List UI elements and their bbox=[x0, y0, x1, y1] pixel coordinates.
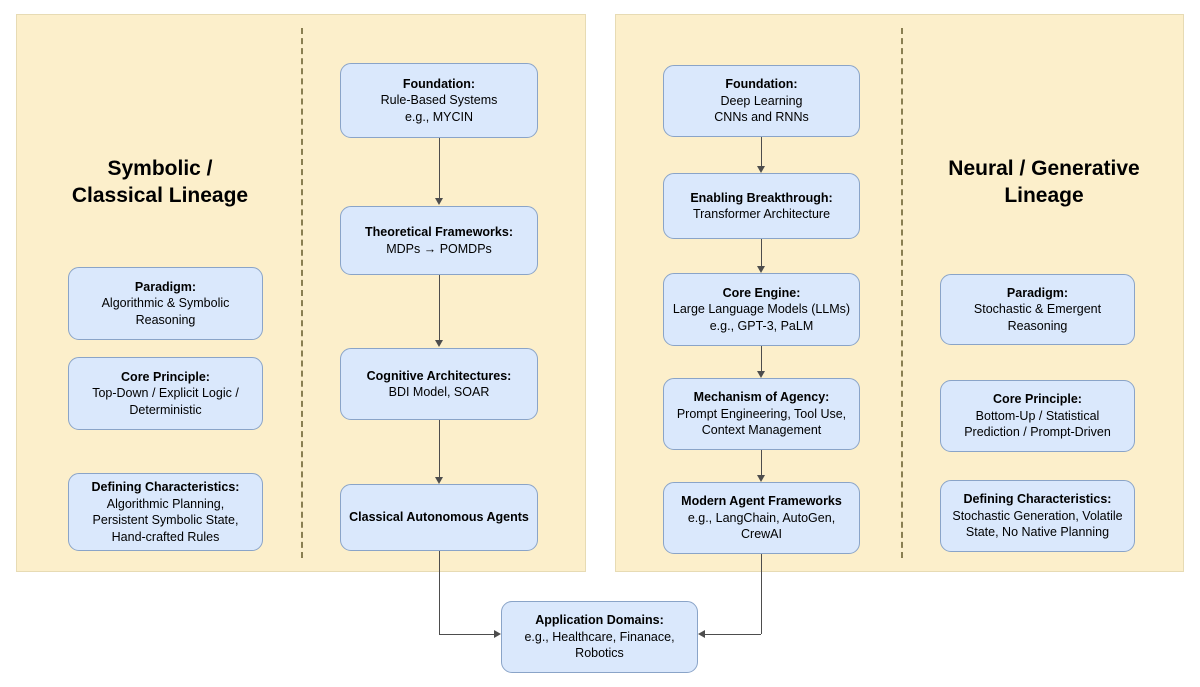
left-flow-3-heading: Classical Autonomous Agents bbox=[349, 510, 529, 525]
left-connector-1-line bbox=[439, 138, 440, 198]
footer-node-heading: Application Domains: bbox=[535, 613, 664, 628]
footer-right-arrow-icon bbox=[698, 629, 705, 638]
application-domains-node: Application Domains:e.g., Healthcare, Fi… bbox=[501, 601, 698, 673]
right-flow-node-core-engine: Core Engine: Large Language Models (LLMs)… bbox=[663, 273, 860, 346]
left-attr-0-heading: Paradigm: bbox=[134, 279, 197, 294]
right-attr-0-heading: Paradigm: bbox=[1006, 285, 1069, 300]
left-attr-1-body: Top-Down / Explicit Logic /Deterministic bbox=[92, 386, 239, 417]
footer-left-vertical-line bbox=[439, 551, 440, 634]
right-connector-1-line bbox=[761, 137, 762, 166]
footer-right-vertical-line bbox=[761, 554, 762, 634]
right-connector-4-line bbox=[761, 450, 762, 475]
left-flow-node-theoretical-frameworks: Theoretical Frameworks: MDPs → POMDPs bbox=[340, 206, 538, 275]
left-connector-2-arrow-icon bbox=[434, 340, 443, 347]
left-connector-2-line bbox=[439, 275, 440, 340]
right-flow-4-body: e.g., LangChain, AutoGen,CrewAI bbox=[687, 510, 836, 542]
left-attribute-card-defining-characteristics: Defining Characteristics: Algorithmic Pla… bbox=[68, 473, 263, 551]
right-flow-1-body: Transformer Architecture bbox=[692, 207, 831, 221]
right-connector-4-arrow-icon bbox=[756, 475, 765, 482]
right-flow-node-enabling-breakthrough: Enabling Breakthrough: Transformer Archit… bbox=[663, 173, 860, 239]
left-flow-node-classical-autonomous-agents: Classical Autonomous Agents bbox=[340, 484, 538, 551]
left-flow-2-heading: Cognitive Architectures: bbox=[366, 368, 512, 383]
right-flow-4-heading: Modern Agent Frameworks bbox=[681, 494, 842, 509]
right-flow-0-heading: Foundation: bbox=[725, 77, 798, 92]
left-flow-1-body: MDPs → POMDPs bbox=[386, 241, 492, 256]
right-flow-node-mechanism-of-agency: Mechanism of Agency:Prompt Engineering, … bbox=[663, 378, 860, 450]
left-attr-2-body: Algorithmic Planning,Persistent Symbolic… bbox=[92, 496, 239, 544]
footer-left-arrow-icon bbox=[494, 629, 501, 638]
right-flow-1-heading: Enabling Breakthrough: bbox=[690, 190, 833, 205]
left-connector-1-arrow-icon bbox=[434, 198, 443, 205]
right-attr-2-heading: Defining Characteristics: bbox=[963, 492, 1112, 507]
right-flow-2-body: Large Language Models (LLMs)e.g., GPT-3,… bbox=[672, 302, 851, 333]
left-flow-node-cognitive-architectures: Cognitive Architectures: BDI Model, SOAR bbox=[340, 348, 538, 420]
right-connector-1-arrow-icon bbox=[756, 166, 765, 173]
left-flow-1-heading: Theoretical Frameworks: bbox=[365, 225, 513, 239]
left-flow-0-heading: Foundation: bbox=[402, 76, 476, 91]
right-connector-2-line bbox=[761, 239, 762, 266]
footer-left-horizontal-line bbox=[439, 634, 494, 635]
left-lineage-title: Symbolic /Classical Lineage bbox=[71, 157, 249, 207]
right-attr-1-heading: Core Principle: bbox=[993, 392, 1082, 407]
footer-node-body: e.g., Healthcare, Finanace,Robotics bbox=[524, 629, 675, 661]
left-connector-3-arrow-icon bbox=[434, 477, 443, 484]
right-connector-3-arrow-icon bbox=[756, 371, 765, 378]
right-connector-2-arrow-icon bbox=[756, 266, 765, 273]
right-flow-3-heading: Mechanism of Agency: bbox=[693, 390, 830, 405]
left-attribute-card-core-principle: Core Principle: Top-Down / Explicit Logic… bbox=[68, 357, 263, 430]
left-attr-2-heading: Defining Characteristics: bbox=[91, 480, 240, 494]
footer-right-horizontal-line bbox=[705, 634, 761, 635]
right-connector-3-line bbox=[761, 346, 762, 371]
left-attr-1-heading: Core Principle: bbox=[121, 369, 210, 384]
right-flow-3-body: Prompt Engineering, Tool Use,Context Man… bbox=[676, 406, 847, 438]
right-attribute-card-defining-characteristics: Defining Characteristics:Stochastic Gene… bbox=[940, 480, 1135, 552]
right-flow-2-heading: Core Engine: bbox=[722, 285, 801, 300]
left-flow-2-body: BDI Model, SOAR bbox=[388, 385, 490, 399]
left-connector-3-line bbox=[439, 420, 440, 477]
right-panel-divider bbox=[901, 28, 903, 558]
left-panel-divider bbox=[301, 28, 303, 558]
